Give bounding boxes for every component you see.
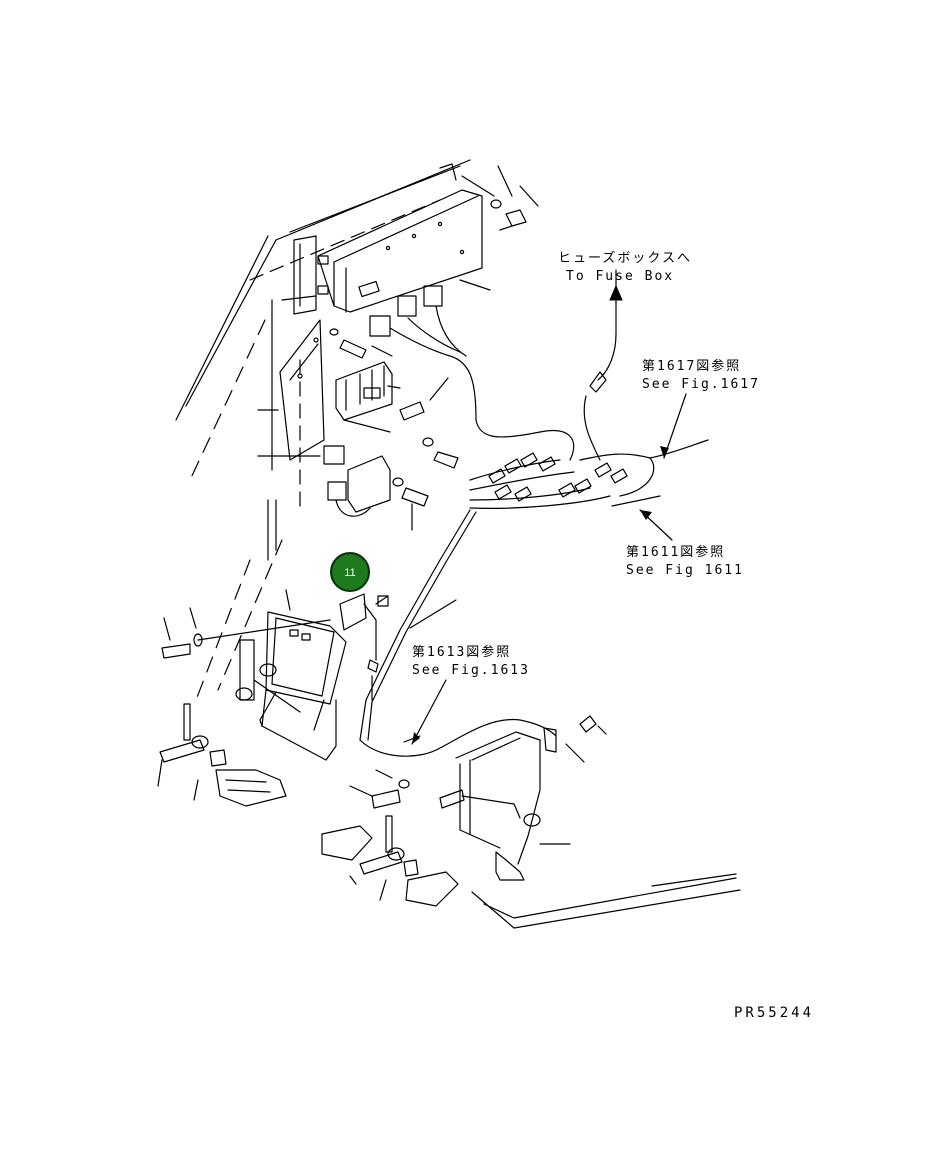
pedal-assembly-right (439, 715, 597, 881)
arrowhead-icon (660, 446, 669, 458)
pedal-pad-right-2 (405, 871, 459, 907)
pedal-pad-left (215, 769, 287, 807)
callout-fig1613-jp: 第1613図参照 (412, 644, 511, 660)
callout-fuse-box-jp: ヒューズボックスへ (558, 250, 692, 266)
cab-frame-vertical (175, 235, 269, 421)
callout-fig1617: 第1617図参照 See Fig.1617 (642, 358, 760, 392)
relay-lower (323, 445, 391, 517)
mounting-plate (279, 319, 325, 461)
callout-fuse-box: ヒューズボックスへ To Fuse Box (558, 250, 692, 284)
cab-frame-dash (195, 559, 251, 701)
pedal-pad-right-1 (321, 825, 373, 861)
pedal-assembly-left (159, 611, 347, 767)
bolt-left (161, 619, 331, 659)
callout-fig1617-jp: 第1617図参照 (642, 358, 741, 374)
harness-plugs (488, 452, 628, 502)
wiring-harness (359, 299, 709, 757)
bolt-top-right (490, 199, 527, 231)
arrow-up-icon (609, 284, 623, 301)
relay-unit (335, 361, 393, 433)
callout-fig1617-en: See Fig.1617 (642, 377, 760, 392)
cab-frame-vertical (185, 239, 277, 407)
callout-fig1613: 第1613図参照 See Fig.1613 (412, 644, 530, 678)
drawing-id: PR55244 (734, 1005, 814, 1021)
bolt-right (371, 779, 410, 809)
bolt-mid-2 (399, 401, 425, 421)
part-number-badge-label: 11 (344, 567, 355, 579)
callout-fuse-box-en: To Fuse Box (566, 269, 674, 284)
cab-frame-dash (217, 539, 283, 691)
cab-panel-edge-dash (249, 199, 441, 281)
callout-fig1611-en: See Fig 1611 (626, 563, 744, 578)
controller-connectors (369, 285, 477, 421)
cab-frame-dash (189, 319, 266, 481)
bolt-mid-1 (329, 328, 367, 359)
leader-fig1613 (411, 679, 447, 745)
pedal-lower-right (359, 815, 419, 877)
arrowhead-icon (412, 732, 420, 744)
bolt-mid-3 (422, 437, 459, 469)
callout-fig1613-en: See Fig.1613 (412, 663, 530, 678)
part-number-badge[interactable]: 11 (330, 552, 370, 592)
arrowhead-icon (640, 510, 652, 520)
leader-fig1617 (663, 393, 687, 459)
controller-bracket (281, 235, 329, 315)
callout-fig1611-jp: 第1611図参照 (626, 544, 725, 560)
bolt-mid-4 (392, 477, 429, 507)
controller-box (317, 163, 495, 313)
callout-fig1611: 第1611図参照 See Fig 1611 (626, 544, 744, 578)
pedal-switch-bracket (339, 593, 389, 701)
cab-panel-edge (289, 165, 461, 233)
floor-plate (471, 873, 741, 929)
